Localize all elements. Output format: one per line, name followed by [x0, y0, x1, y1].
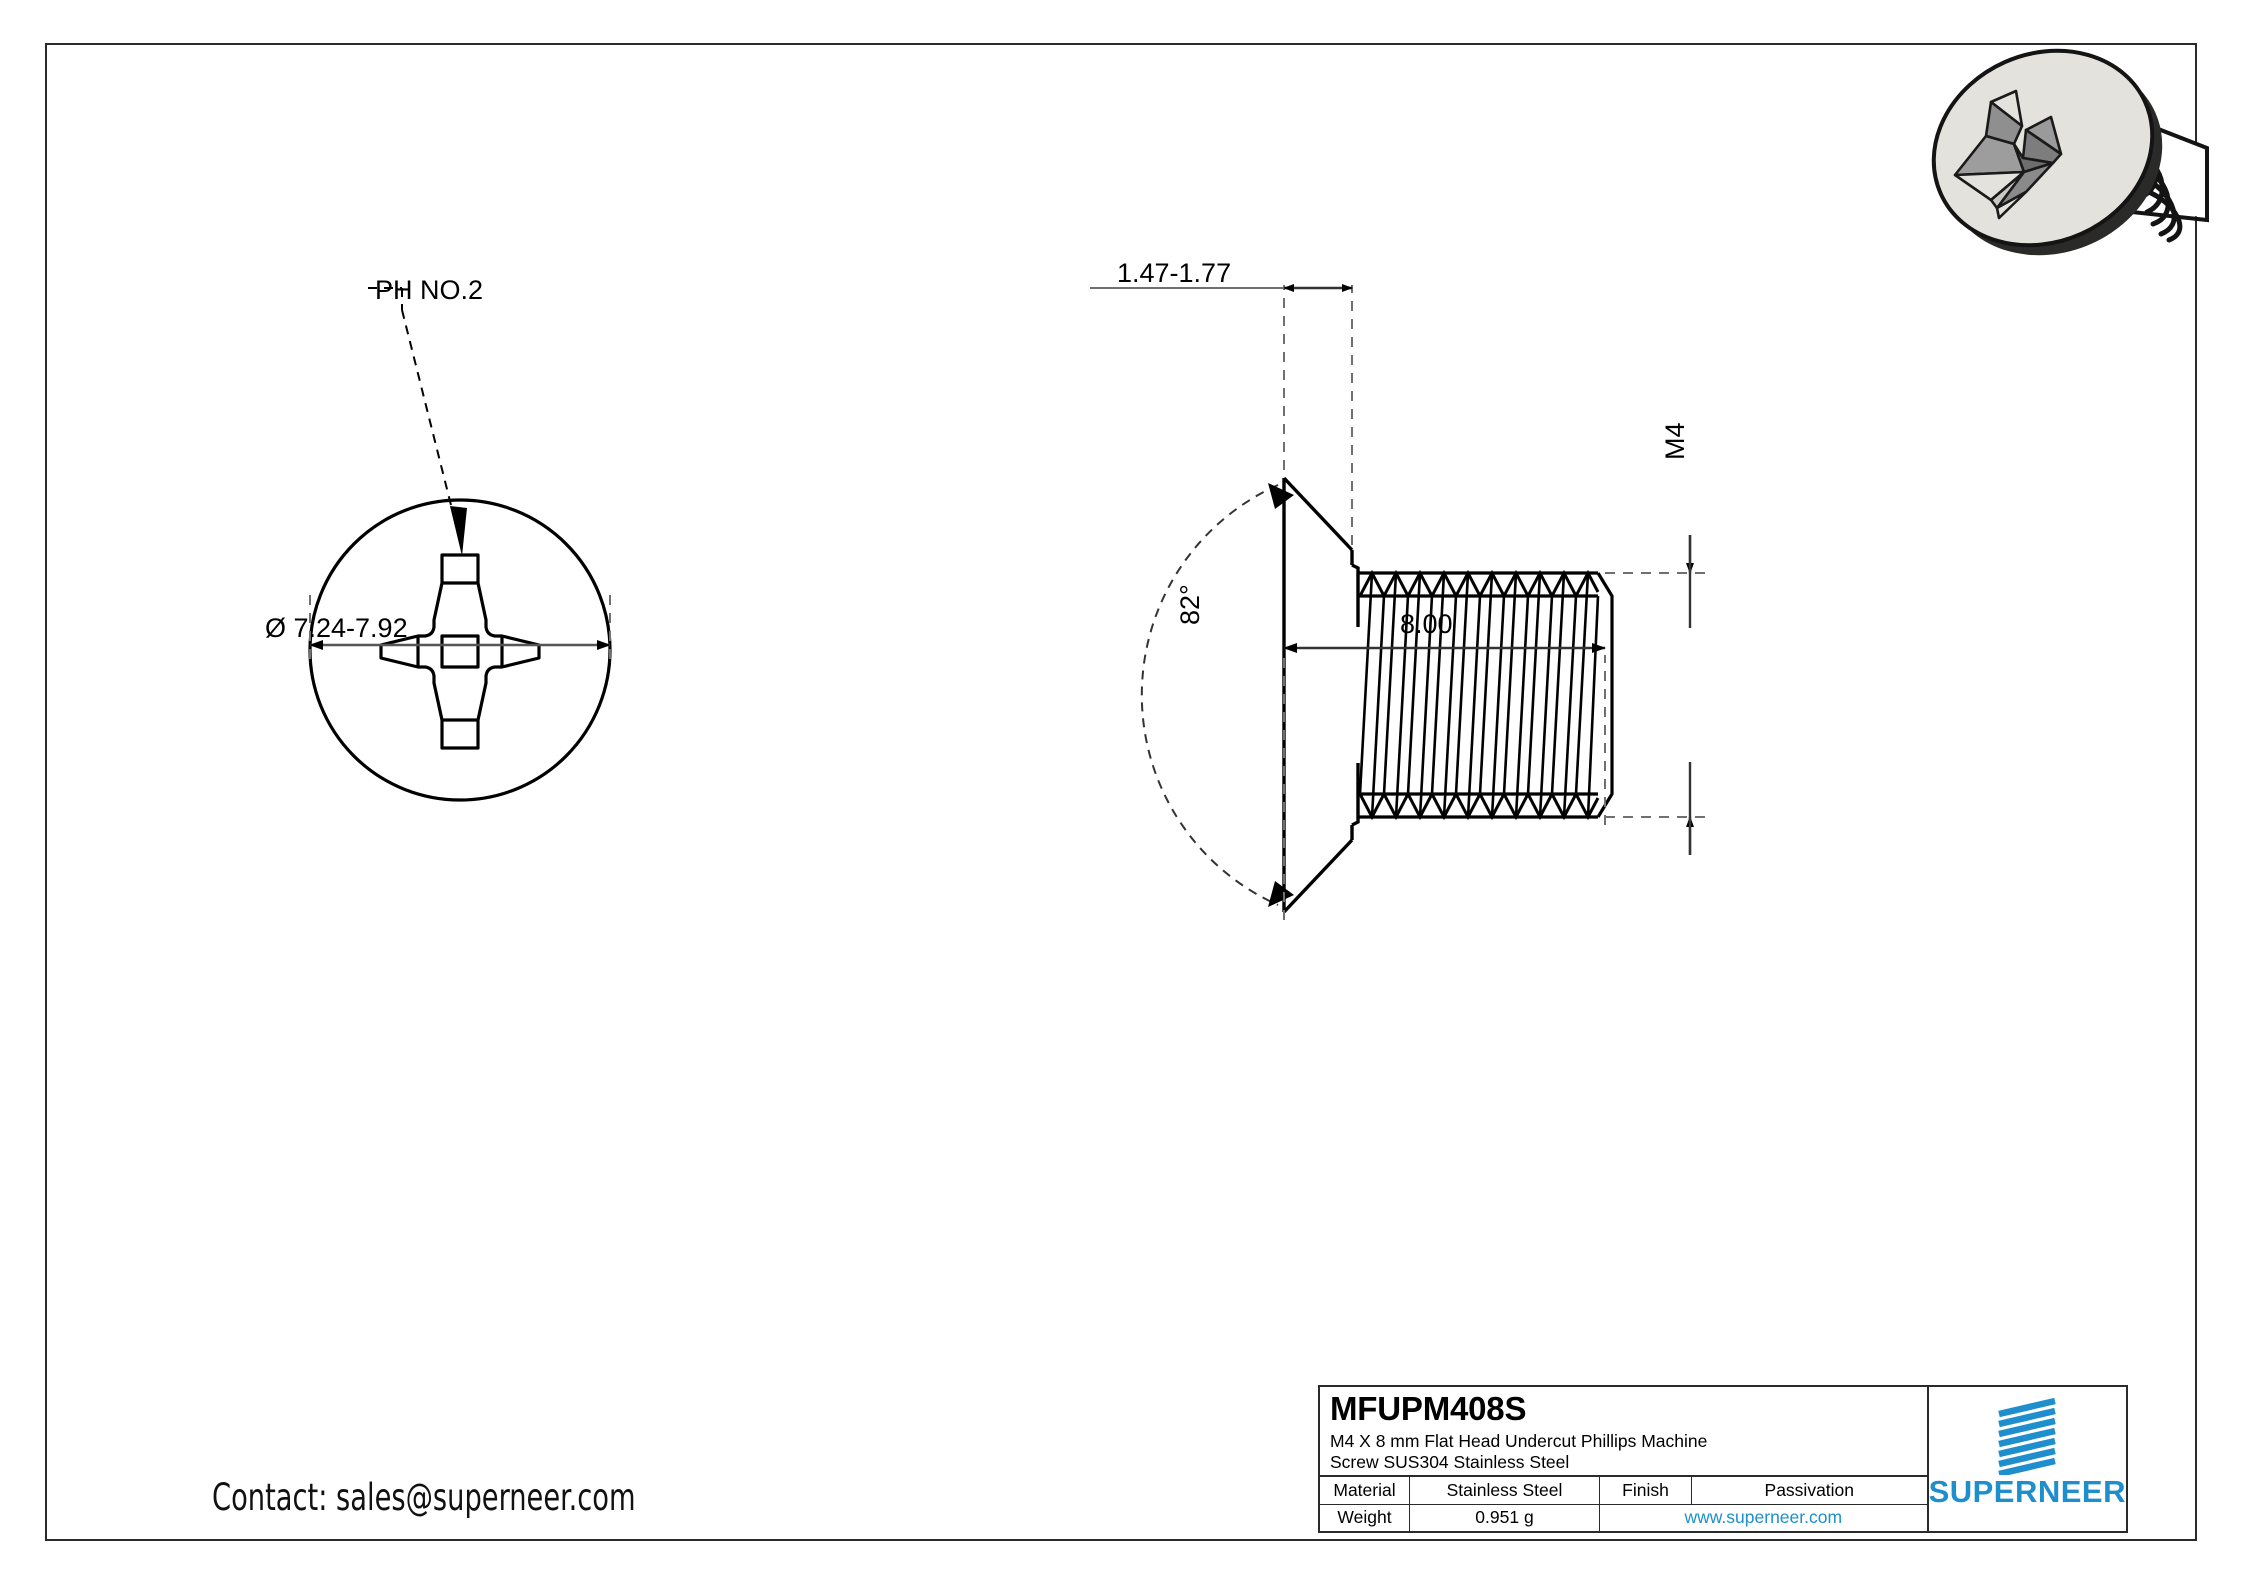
thread-size-label: M4 — [1660, 422, 1690, 460]
part-description-line-2: Screw SUS304 Stainless Steel — [1330, 1452, 1570, 1472]
weight-row: Weight 0.951 g www.superneer.com — [1320, 1504, 1927, 1531]
contact-note: Contact: sales@superneer.com — [212, 1476, 636, 1519]
title-block-header: MFUPM408S M4 X 8 mm Flat Head Undercut P… — [1320, 1387, 1927, 1477]
brand-wordmark: SUPERNEER — [1928, 1474, 2126, 1509]
countersink-angle-label: 82° — [1175, 584, 1205, 625]
ph-callout-label: PH NO.2 — [375, 275, 484, 305]
website-link[interactable]: www.superneer.com — [1684, 1507, 1843, 1528]
superneer-logo-icon — [1998, 1397, 2057, 1475]
part-description-line-1: M4 X 8 mm Flat Head Undercut Phillips Ma… — [1330, 1431, 1708, 1451]
head-diameter-label: Ø 7.24-7.92 — [265, 613, 408, 643]
head-thickness-label: 1.47-1.77 — [1117, 258, 1232, 288]
finish-value: Passivation — [1764, 1479, 1855, 1500]
material-value: Stainless Steel — [1410, 1477, 1600, 1504]
weight-value: 0.951 g — [1410, 1504, 1600, 1531]
brand-block: SUPERNEER — [1929, 1387, 2126, 1531]
weight-label: Weight — [1320, 1504, 1410, 1531]
part-number: MFUPM408S — [1330, 1390, 1527, 1427]
title-block: MFUPM408S M4 X 8 mm Flat Head Undercut P… — [1318, 1385, 2128, 1533]
title-block-info: MFUPM408S M4 X 8 mm Flat Head Undercut P… — [1320, 1387, 1929, 1531]
drawing-border-frame — [45, 43, 2197, 1541]
screw-length-label: 8.00 — [1400, 609, 1453, 639]
material-label: Material — [1320, 1477, 1410, 1504]
finish-label: Finish — [1600, 1477, 1692, 1504]
material-row: Material Stainless Steel Finish Passivat… — [1320, 1477, 1927, 1505]
